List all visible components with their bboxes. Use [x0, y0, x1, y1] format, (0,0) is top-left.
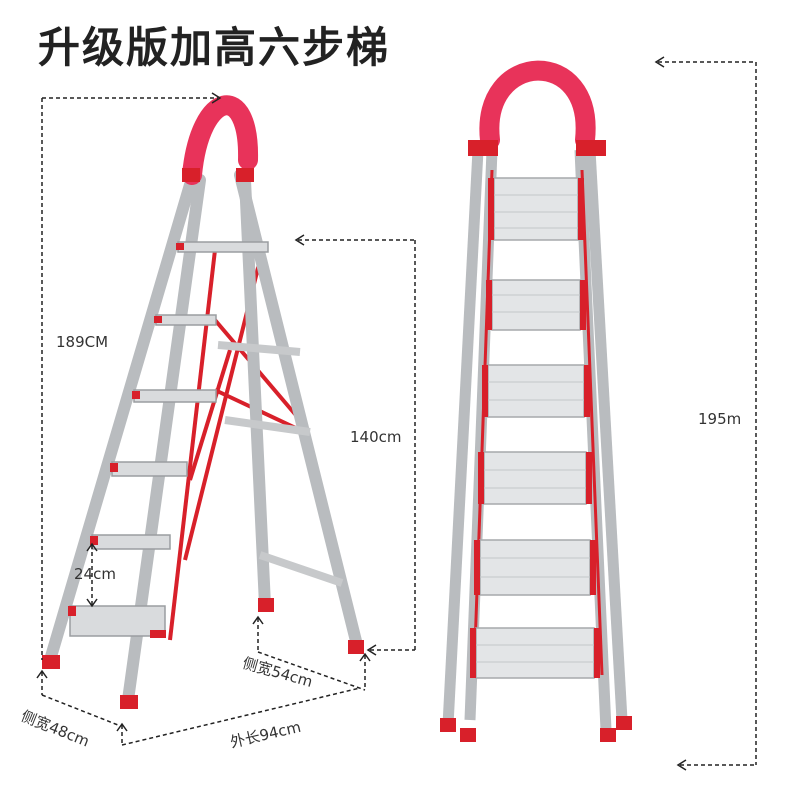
label-step-spacing: 24cm	[74, 565, 116, 583]
label-platform-height: 140cm	[350, 428, 402, 446]
label-front-height: 195m	[698, 410, 742, 428]
page-title: 升级版加高六步梯	[38, 23, 391, 72]
label-total-height: 189CM	[56, 333, 109, 351]
